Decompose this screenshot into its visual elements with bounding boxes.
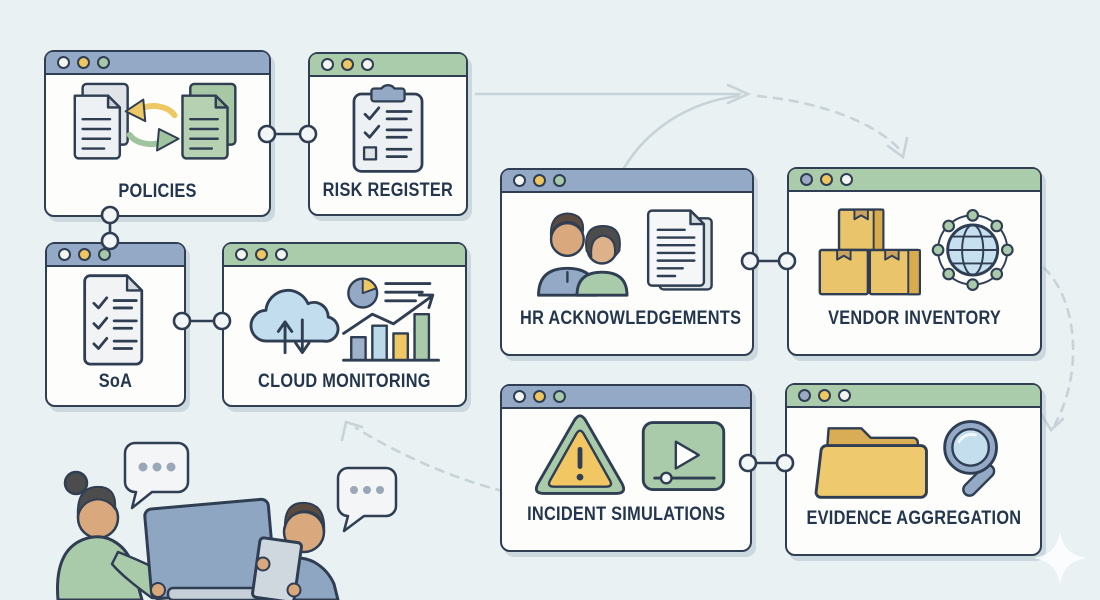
window-card-incident-simulations: INCIDENT SIMULATIONS [500,384,752,552]
network-globe-icon [931,209,1014,291]
window-dot [533,174,546,187]
typing-dots [350,486,384,494]
flow-arrow-dashed-right [1042,266,1075,426]
warning-triangle-icon [534,413,626,495]
window-dot [840,173,853,186]
window-titlebar [224,244,465,267]
window-dot [341,58,354,71]
warning-video-player-icon [534,413,726,495]
window-dot [553,390,566,403]
keyboard-icon [166,586,318,600]
speech-bubble-icon [336,466,398,533]
window-dot [78,248,91,261]
man-with-tablet [251,501,340,600]
window-card-policies: POLICIES [44,50,271,217]
card-label: CLOUD MONITORING [258,371,431,392]
document-sync-icon [73,82,237,160]
magnifier-icon [942,420,998,497]
window-titlebar [502,170,752,193]
arrowhead-icon [886,136,909,160]
speech-bubble-icon [123,441,190,510]
window-dot [800,173,813,186]
arrowhead-icon [340,420,364,442]
people-scene [56,441,398,600]
flow-arrow-dashed-top [756,94,904,154]
boxes-globe-icon [818,208,1014,296]
window-dot [58,248,71,261]
window-card-cloud-monitoring: CLOUD MONITORING [222,242,467,407]
window-dot [513,390,526,403]
window-titlebar [310,54,466,77]
people-document-icon [537,208,713,297]
window-dot [235,248,248,261]
window-card-hr-acknowledgements: HR ACKNOWLEDGEMENTS [500,168,754,356]
window-dot [818,389,831,402]
card-label: HR ACKNOWLEDGEMENTS [520,308,742,329]
person-female-icon [575,224,629,297]
window-dot [513,174,526,187]
window-titlebar [47,244,184,267]
clipboard-checklist-icon [352,83,424,173]
window-dot [838,389,851,402]
arrowhead-icon [1039,412,1065,433]
window-dot [798,389,811,402]
video-player-icon [641,420,726,491]
checklist-document-icon [82,274,143,366]
tablet-icon [251,536,303,600]
card-label: EVIDENCE AGGREGATION [806,508,1021,529]
folder-icon [814,427,928,499]
window-dot [275,248,288,261]
card-label: VENDOR INVENTORY [827,308,1001,329]
boxes-icon [818,208,921,296]
window-titlebar [502,386,750,409]
trend-arrow-icon [341,293,434,335]
bar-chart-icon [341,293,440,362]
window-dot [97,56,110,69]
flow-arrow-curve-up [622,94,740,170]
woman-at-monitor [56,470,318,600]
card-label: INCIDENT SIMULATIONS [526,504,726,525]
window-dot [553,174,566,187]
window-dot [820,173,833,186]
documents-icon [646,208,713,291]
window-card-vendor-inventory: VENDOR INVENTORY [787,167,1042,356]
window-titlebar [787,385,1040,408]
window-dot [533,390,546,403]
arrowhead-icon [726,83,752,105]
window-card-evidence-aggregation: EVIDENCE AGGREGATION [785,383,1042,556]
hair-bun-icon [63,470,89,496]
window-dot [57,56,70,69]
cloud-icon [249,288,339,343]
sync-arrows-icon [124,98,180,152]
window-titlebar [789,169,1040,192]
typing-dots [138,462,176,472]
card-label: POLICIES [118,181,197,202]
folder-search-icon [814,420,998,499]
cloud-analytics-icon [249,277,440,362]
monitor-icon [143,497,277,600]
window-dot [321,58,334,71]
text-lines-icon [383,282,431,303]
upload-download-arrows-icon [276,318,310,355]
card-label: RISK REGISTER [322,180,454,201]
window-card-soa: SoA [45,242,186,407]
window-titlebar [46,52,269,75]
window-card-risk-register: RISK REGISTER [308,52,468,216]
window-dot [98,248,111,261]
window-dot [361,58,374,71]
window-dot [255,248,268,261]
window-dot [77,56,90,69]
pie-chart-icon [346,277,378,309]
card-label: SoA [98,371,133,392]
